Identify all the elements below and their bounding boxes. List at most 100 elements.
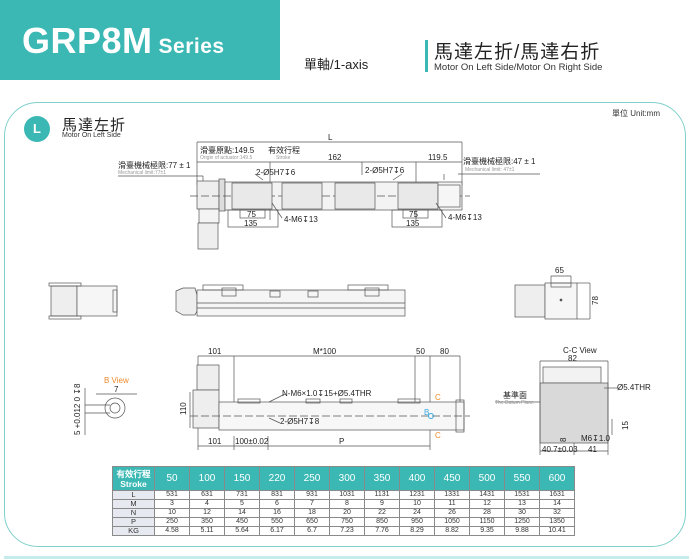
table-cell: 750 — [329, 517, 365, 527]
table-cell: 950 — [399, 517, 435, 527]
dim-78: 78 — [591, 296, 600, 305]
dim-50: 50 — [416, 347, 425, 356]
b-view-dim-5: 5 +0.012 0 ↧8 — [73, 383, 82, 435]
stroke-col: 500 — [469, 466, 505, 491]
table-cell: 24 — [399, 508, 435, 518]
section-badge: L — [24, 116, 50, 142]
table-cell: 20 — [329, 508, 365, 518]
table-cell: 5.64 — [224, 526, 260, 536]
view-mark-B: B — [424, 408, 429, 417]
b-view-title: B View — [104, 376, 129, 385]
origin-label-en: Origin of actuator:149.5 — [200, 155, 252, 161]
tap-right: 4-M6↧13 — [448, 213, 482, 222]
table-cell: 7.76 — [364, 526, 400, 536]
b-view-drawing — [84, 388, 137, 435]
table-cell: 831 — [259, 490, 295, 500]
dim-40-7: 40.7±0.03 — [542, 445, 578, 454]
dim-135-left: 135 — [244, 219, 258, 228]
b-view-marker-icon — [428, 413, 434, 419]
hole-spec: N-M6×1.0↧15+Ø5.4THR — [282, 389, 372, 398]
table-cell: 11 — [434, 499, 470, 509]
stroke-col: 300 — [329, 466, 365, 491]
mech-limit-left: 滑臺機械極限:77 ± 1 — [118, 160, 191, 170]
stroke-label-en: Stroke — [276, 155, 291, 161]
section-title-zh: 馬達左折 — [62, 117, 127, 134]
table-cell: 3 — [154, 499, 190, 509]
dim-82: 82 — [568, 354, 577, 363]
table-cell: 350 — [189, 517, 225, 527]
table-cell: 1531 — [504, 490, 540, 500]
stroke-header-en: Stroke — [120, 478, 147, 489]
dim-162: 162 — [328, 153, 342, 162]
dim-75-left: 75 — [247, 210, 256, 219]
dim-m6: M6↧1.0 — [581, 434, 610, 443]
stroke-col: 400 — [399, 466, 435, 491]
bottom-view-drawing — [189, 355, 470, 450]
b-view-dim-7: 7 — [114, 385, 119, 394]
axis-label: 單軸/1-axis — [304, 57, 369, 72]
table-cell: 1150 — [469, 517, 505, 527]
table-cell: 450 — [224, 517, 260, 527]
mech-limit-right-en: Mechanical limit: 47±1 — [465, 167, 515, 173]
pin-spec: 2-Ø5H7↧8 — [280, 417, 320, 426]
table-cell: 8.29 — [399, 526, 435, 536]
table-cell: 16 — [259, 508, 295, 518]
dim-thr: Ø5.4THR — [617, 383, 651, 392]
table-cell: 9 — [364, 499, 400, 509]
table-cell: 1631 — [539, 490, 575, 500]
stroke-col: 350 — [364, 466, 400, 491]
dim-80: 80 — [440, 347, 449, 356]
dim-75-right: 75 — [409, 210, 418, 219]
table-cell: 4 — [189, 499, 225, 509]
dim-m100: M*100 — [313, 347, 337, 356]
table-cell: 250 — [154, 517, 190, 527]
dim-110: 110 — [179, 402, 188, 415]
motor-side-view — [48, 282, 118, 320]
stroke-col: 600 — [539, 466, 575, 491]
stroke-col: 50 — [154, 466, 190, 491]
mech-limit-right: 滑臺機械極限:47 ± 1 — [463, 156, 536, 166]
stroke-col: 150 — [224, 466, 260, 491]
unit-label: 單位 Unit:mm — [612, 109, 660, 118]
table-cell: 7.23 — [329, 526, 365, 536]
datum-label-en: The Datum Plane — [495, 400, 534, 406]
pin-hole-left: 2-Ø5H7↧6 — [256, 168, 296, 177]
actuator-side-view — [175, 284, 406, 317]
dim-P: P — [339, 437, 344, 446]
table-cell: 10 — [154, 508, 190, 518]
table-cell: 6.7 — [294, 526, 330, 536]
dim-100-tol: 100±0.02 — [235, 437, 269, 446]
table-cell: 1431 — [469, 490, 505, 500]
table-cell: 13 — [504, 499, 540, 509]
accent-divider — [425, 40, 428, 72]
section-mark-top: C — [435, 393, 441, 402]
tap-left: 4-M6↧13 — [284, 215, 318, 224]
mount-title-zh: 馬達左折/馬達右折 — [434, 42, 601, 63]
table-cell: 10 — [399, 499, 435, 509]
table-cell: 1231 — [399, 490, 435, 500]
table-cell: 5.11 — [189, 526, 225, 536]
table-cell: 8.82 — [434, 526, 470, 536]
table-cell: 4.58 — [154, 526, 190, 536]
stroke-header-zh: 有效行程 — [116, 468, 151, 479]
stroke-col: 100 — [189, 466, 225, 491]
table-cell: 8 — [329, 499, 365, 509]
table-cell: 6.17 — [259, 526, 295, 536]
dim-41: 41 — [588, 445, 597, 454]
table-cell: 1331 — [434, 490, 470, 500]
table-cell: 7 — [294, 499, 330, 509]
table-cell: 850 — [364, 517, 400, 527]
table-cell: 550 — [259, 517, 295, 527]
table-cell: 14 — [539, 499, 575, 509]
table-cell: 1350 — [539, 517, 575, 527]
dim-8: 8 — [559, 437, 568, 442]
dim-101-bottom: 101 — [208, 437, 222, 446]
table-cell: 1031 — [329, 490, 365, 500]
datum-label: 基準面 — [503, 390, 527, 400]
